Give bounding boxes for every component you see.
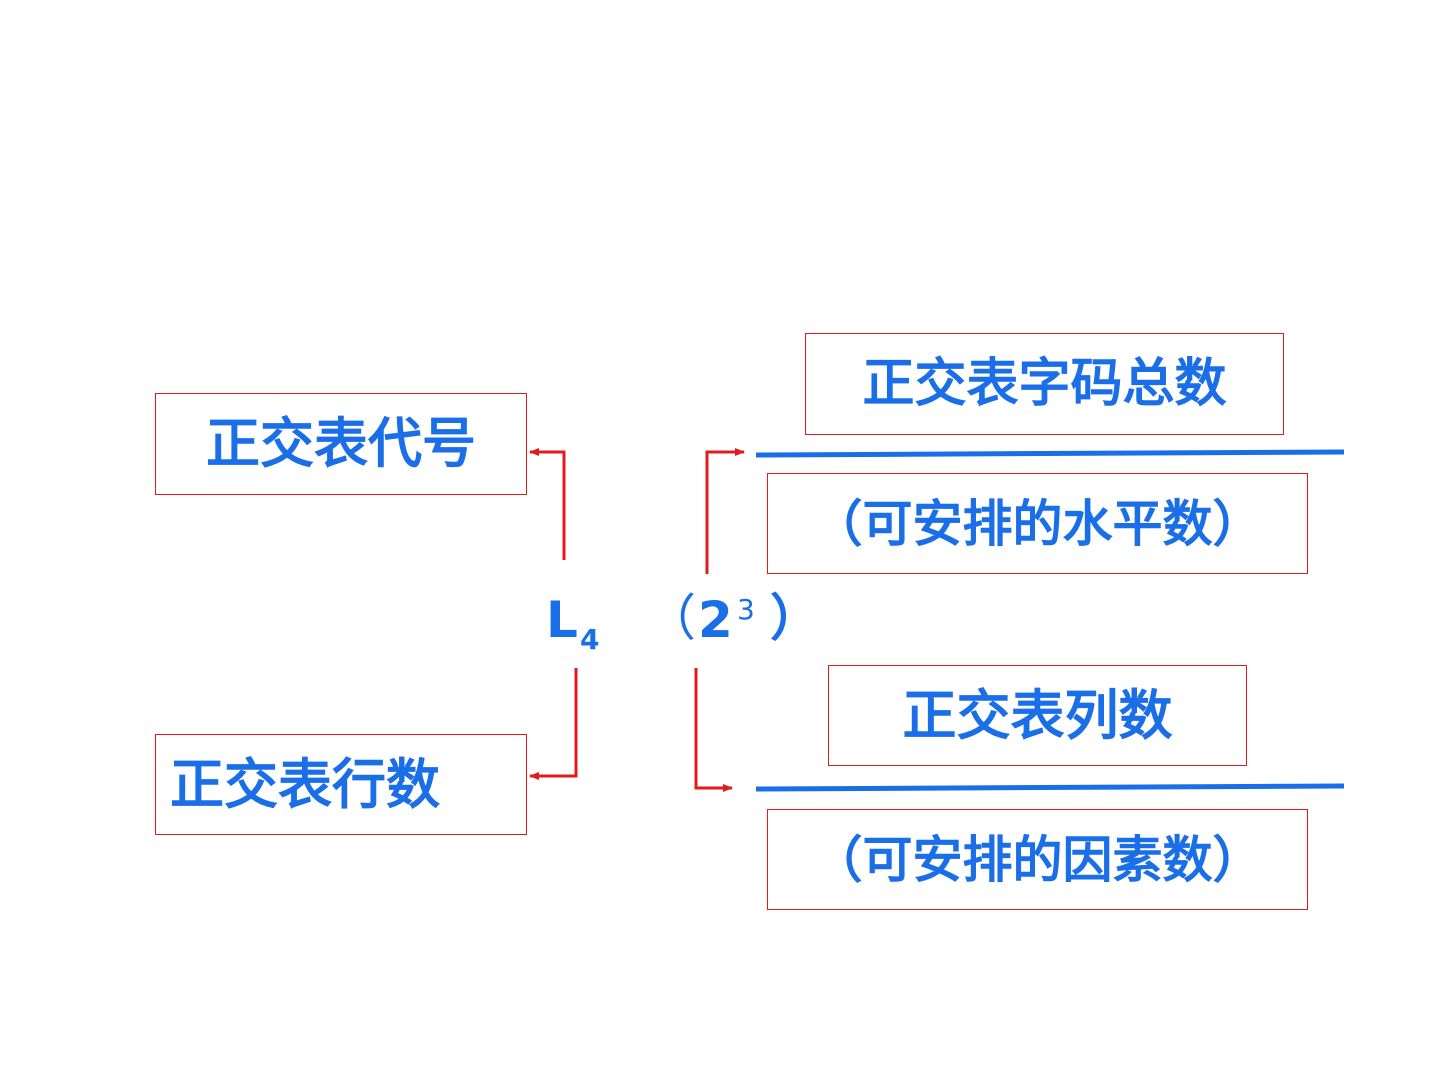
table-rows-box: 正交表行数 xyxy=(155,734,527,835)
formula-base: 2 xyxy=(698,595,733,645)
formula-close-paren: ） xyxy=(770,593,820,643)
formula-symbol-text: L xyxy=(546,591,578,649)
formula-exponent: 3 xyxy=(737,596,755,624)
formula-subscript-text: 4 xyxy=(580,623,600,656)
fraction-line-bottom xyxy=(755,783,1345,792)
denominator-note-label: （可安排的因素数） xyxy=(812,830,1263,889)
arrow-to-table-code xyxy=(529,448,566,560)
numerator-note-label: （可安排的水平数） xyxy=(812,494,1263,553)
formula-subscript: 4 xyxy=(580,626,599,654)
formula-exponent-text: 3 xyxy=(737,593,755,626)
formula-base-text: 2 xyxy=(698,591,733,649)
formula-open-paren: （ xyxy=(646,593,696,643)
table-rows-label: 正交表行数 xyxy=(170,752,440,816)
formula-open-paren-text: （ xyxy=(646,589,696,647)
numerator-note-box: （可安排的水平数） xyxy=(767,473,1308,574)
arrow-to-table-rows xyxy=(529,668,578,780)
table-code-box: 正交表代号 xyxy=(155,393,527,495)
arrow-to-denominator xyxy=(694,668,733,792)
formula-close-paren-text: ） xyxy=(770,589,820,647)
fraction-line-top xyxy=(755,449,1345,458)
arrow-to-numerator xyxy=(705,448,745,574)
numerator-box: 正交表字码总数 xyxy=(805,333,1284,435)
formula-symbol: L xyxy=(546,595,578,645)
table-code-label: 正交表代号 xyxy=(206,412,476,475)
denominator-box: 正交表列数 xyxy=(828,665,1247,766)
denominator-note-box: （可安排的因素数） xyxy=(767,809,1308,910)
numerator-label: 正交表字码总数 xyxy=(862,354,1227,414)
denominator-label: 正交表列数 xyxy=(902,683,1173,747)
